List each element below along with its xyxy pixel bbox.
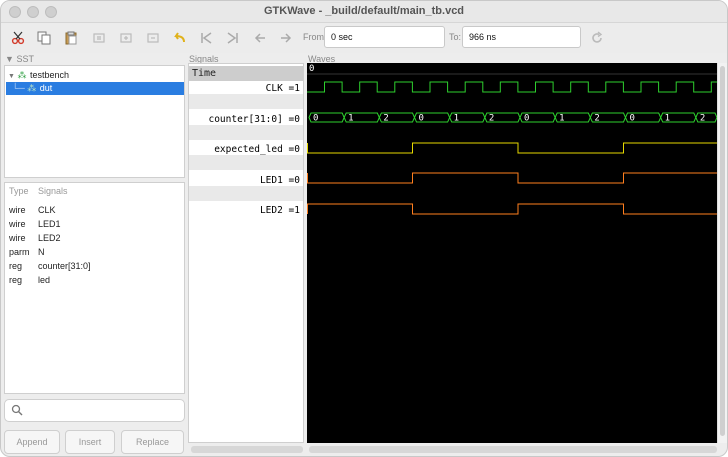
signal-name: led bbox=[38, 275, 50, 285]
reload-icon[interactable] bbox=[589, 30, 605, 46]
sst-header[interactable]: ▼ SST bbox=[5, 54, 34, 64]
table-header-signals[interactable]: Signals bbox=[38, 186, 68, 196]
undo-zoom-icon[interactable] bbox=[171, 30, 187, 46]
signal-type: wire bbox=[9, 217, 38, 231]
expand-arrow-icon[interactable]: ▼ bbox=[8, 73, 15, 80]
counter-value-label: 0 bbox=[313, 114, 318, 124]
table-row[interactable]: regcounter[31:0] bbox=[9, 259, 91, 273]
counter-value-label: 1 bbox=[559, 114, 564, 124]
signal-type: reg bbox=[9, 273, 38, 287]
table-row[interactable]: regled bbox=[9, 273, 50, 287]
blank-row bbox=[189, 155, 303, 170]
tree-item-dut[interactable]: └─ ⁂ dut bbox=[6, 82, 184, 95]
counter-value-label: 0 bbox=[630, 114, 635, 124]
counter-value-label: 2 bbox=[594, 114, 599, 124]
table-header-type[interactable]: Type bbox=[9, 186, 29, 196]
shift-left-icon[interactable] bbox=[252, 30, 268, 46]
counter-value-label: 2 bbox=[383, 114, 388, 124]
signal-name: LED1 bbox=[38, 219, 61, 229]
zoom-out-icon[interactable] bbox=[145, 30, 161, 46]
signal-type: wire bbox=[9, 203, 38, 217]
table-row[interactable]: wireLED2 bbox=[9, 231, 61, 245]
from-time-input[interactable]: 0 sec bbox=[324, 26, 445, 48]
append-button[interactable]: Append bbox=[4, 430, 60, 454]
signal-row-led2[interactable]: LED2 =1 bbox=[189, 203, 303, 218]
from-label: From: bbox=[303, 32, 327, 42]
table-row[interactable]: wireLED1 bbox=[9, 217, 61, 231]
signal-name: N bbox=[38, 247, 45, 257]
counter-value-label: 0 bbox=[419, 114, 424, 124]
waveform-svg: 0 0 1 2 0 1 2 0 1 2 0 1 2 bbox=[307, 63, 727, 443]
counter-value-label: 1 bbox=[348, 114, 353, 124]
signal-name: LED2 bbox=[38, 233, 61, 243]
signal-search-field[interactable] bbox=[4, 399, 185, 422]
jump-to-end-icon[interactable] bbox=[225, 30, 241, 46]
blank-row bbox=[189, 125, 303, 140]
copy-icon[interactable] bbox=[36, 30, 52, 46]
table-row[interactable]: wireCLK bbox=[9, 203, 56, 217]
jump-to-start-icon[interactable] bbox=[198, 30, 214, 46]
signal-name: CLK bbox=[38, 205, 56, 215]
paste-icon[interactable] bbox=[63, 30, 79, 46]
signal-type: parm bbox=[9, 245, 38, 259]
module-icon: ⁂ bbox=[17, 69, 27, 82]
sst-tree: ▼ ⁂ testbench └─ ⁂ dut bbox=[4, 65, 185, 178]
table-row[interactable]: parmN bbox=[9, 245, 45, 259]
replace-button[interactable]: Replace bbox=[121, 430, 184, 454]
signals-horizontal-scrollbar[interactable] bbox=[191, 446, 303, 453]
counter-value-label: 2 bbox=[489, 114, 494, 124]
zoom-in-icon[interactable] bbox=[118, 30, 134, 46]
waves-horizontal-scrollbar[interactable] bbox=[309, 446, 717, 453]
counter-value-label: 0 bbox=[524, 114, 529, 124]
shift-right-icon[interactable] bbox=[278, 30, 294, 46]
title-bar: GTKWave - _build/default/main_tb.vcd bbox=[1, 1, 727, 23]
cut-icon[interactable] bbox=[10, 30, 26, 46]
tree-connector-icon: └─ bbox=[12, 83, 25, 93]
scrollbar-thumb[interactable] bbox=[720, 66, 725, 436]
led2-waveform bbox=[307, 204, 717, 214]
expected-led-waveform bbox=[307, 143, 717, 153]
led1-waveform bbox=[307, 173, 717, 183]
signals-list: Time CLK =1 counter[31:0] =0 expected_le… bbox=[188, 63, 304, 443]
insert-button[interactable]: Insert bbox=[65, 430, 115, 454]
zoom-fit-icon[interactable] bbox=[91, 30, 107, 46]
sst-signals-table: Type Signals wireCLKwireLED1wireLED2parm… bbox=[4, 182, 185, 394]
tree-item-testbench[interactable]: ▼ ⁂ testbench bbox=[6, 69, 184, 82]
counter-value-label: 1 bbox=[454, 114, 459, 124]
signal-type: wire bbox=[9, 231, 38, 245]
window-title: GTKWave - _build/default/main_tb.vcd bbox=[1, 5, 727, 17]
counter-value-label: 1 bbox=[665, 114, 670, 124]
signal-type: reg bbox=[9, 259, 38, 273]
to-time-input[interactable]: 966 ns bbox=[462, 26, 581, 48]
counter-value-label: 2 bbox=[700, 114, 705, 124]
module-icon: ⁂ bbox=[27, 82, 37, 95]
to-label: To: bbox=[449, 32, 461, 42]
time-marker-label: 0 bbox=[309, 64, 314, 74]
blank-row bbox=[189, 94, 303, 109]
search-icon bbox=[11, 404, 23, 419]
signal-name: counter[31:0] bbox=[38, 261, 91, 271]
waveform-canvas[interactable]: 0 0 1 2 0 1 2 0 1 2 0 1 2 bbox=[307, 63, 727, 443]
time-row: Time bbox=[189, 66, 303, 81]
toolbar: From: 0 sec To: 966 ns bbox=[1, 23, 727, 53]
clk-waveform bbox=[307, 82, 717, 92]
waves-vertical-scrollbar[interactable] bbox=[717, 63, 727, 443]
chevron-down-icon[interactable]: ▼ bbox=[5, 54, 14, 64]
blank-row bbox=[189, 186, 303, 201]
